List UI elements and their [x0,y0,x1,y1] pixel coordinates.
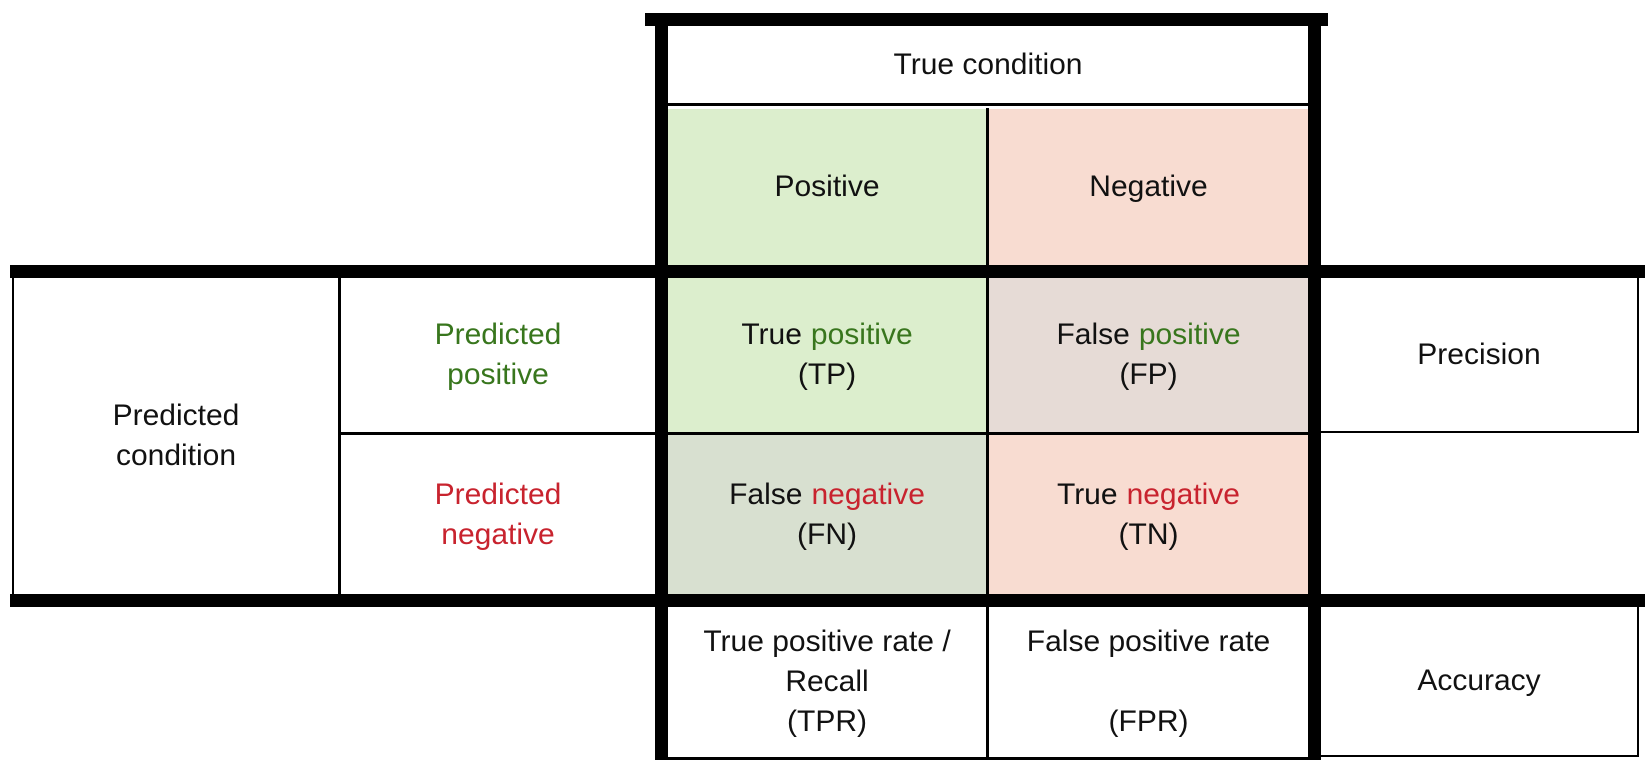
predicted-condition-label-line2: condition [115,439,237,472]
predicted-positive-label-line2: positive [447,358,549,391]
false-positive-abbr: (FP) [1119,358,1178,391]
predicted-positive-row-header: Predicted positive [341,278,655,432]
true-positive-prefix: True [741,318,802,351]
tpr-label-line1: True positive rate / [703,625,951,658]
predicted-condition-label-line1: Predicted [112,399,240,432]
matrix-right-thick-bar [1308,13,1321,760]
false-positive-prefix: False [1056,318,1130,351]
tpr-label-line2: Recall [785,665,869,698]
true-positive-abbr: (TP) [797,358,857,391]
tpr-abbr: (TPR) [787,705,867,738]
false-positive-rate-cell: False positive rate (FPR) [989,607,1308,757]
true-condition-label: True condition [893,47,1083,81]
true-positive-cell: True positive (TP) [668,278,986,432]
false-negative-keyword: negative [811,477,925,511]
true-negative-keyword: negative [1126,477,1240,511]
fpr-label-line1: False positive rate [1026,625,1271,658]
false-positive-cell: False positive (FP) [989,278,1308,432]
true-positive-label: True positive [741,315,912,355]
precision-box: Precision [1321,278,1639,433]
predicted-negative-label-line2: negative [441,517,555,551]
accuracy-label: Accuracy [1417,664,1541,697]
row-divider-line [338,432,1308,435]
true-negative-abbr: (TN) [1118,517,1179,551]
true-negative-prefix: True [1056,477,1118,511]
false-negative-cell: False negative (FN) [668,435,986,594]
negative-column-label: Negative [1089,170,1208,203]
predicted-negative-label-line1: Predicted [434,477,562,511]
fpr-abbr: (FPR) [1108,705,1189,738]
accuracy-box: Accuracy [1321,607,1639,757]
predicted-condition-left-border [12,278,14,594]
matrix-left-thick-bar [655,13,668,760]
bottom-row-border [655,757,1321,760]
true-positive-column-header: Positive [668,109,986,265]
predicted-negative-row-header: Predicted negative [341,435,655,594]
false-negative-label: False negative [729,475,925,515]
true-positive-rate-cell: True positive rate / Recall (TPR) [668,607,986,757]
predicted-positive-label-line1: Predicted [434,318,562,351]
false-positive-keyword: positive [1138,318,1241,351]
false-negative-prefix: False [729,477,803,511]
true-condition-header: True condition [668,26,1308,106]
true-negative-column-header: Negative [989,109,1308,265]
true-negative-label: True negative [1057,475,1240,515]
predicted-condition-header: Predicted condition [14,278,338,594]
false-negative-abbr: (FN) [797,517,857,551]
matrix-lower-thick-bar [10,594,1645,607]
true-negative-cell: True negative (TN) [989,435,1308,594]
positive-column-label: Positive [774,170,880,203]
matrix-upper-thick-bar [10,265,1645,278]
false-positive-label: False positive [1056,315,1240,355]
true-condition-top-bar [645,13,1328,26]
true-positive-keyword: positive [810,318,913,351]
precision-label: Precision [1417,337,1541,371]
predicted-label-divider-line [338,278,341,594]
